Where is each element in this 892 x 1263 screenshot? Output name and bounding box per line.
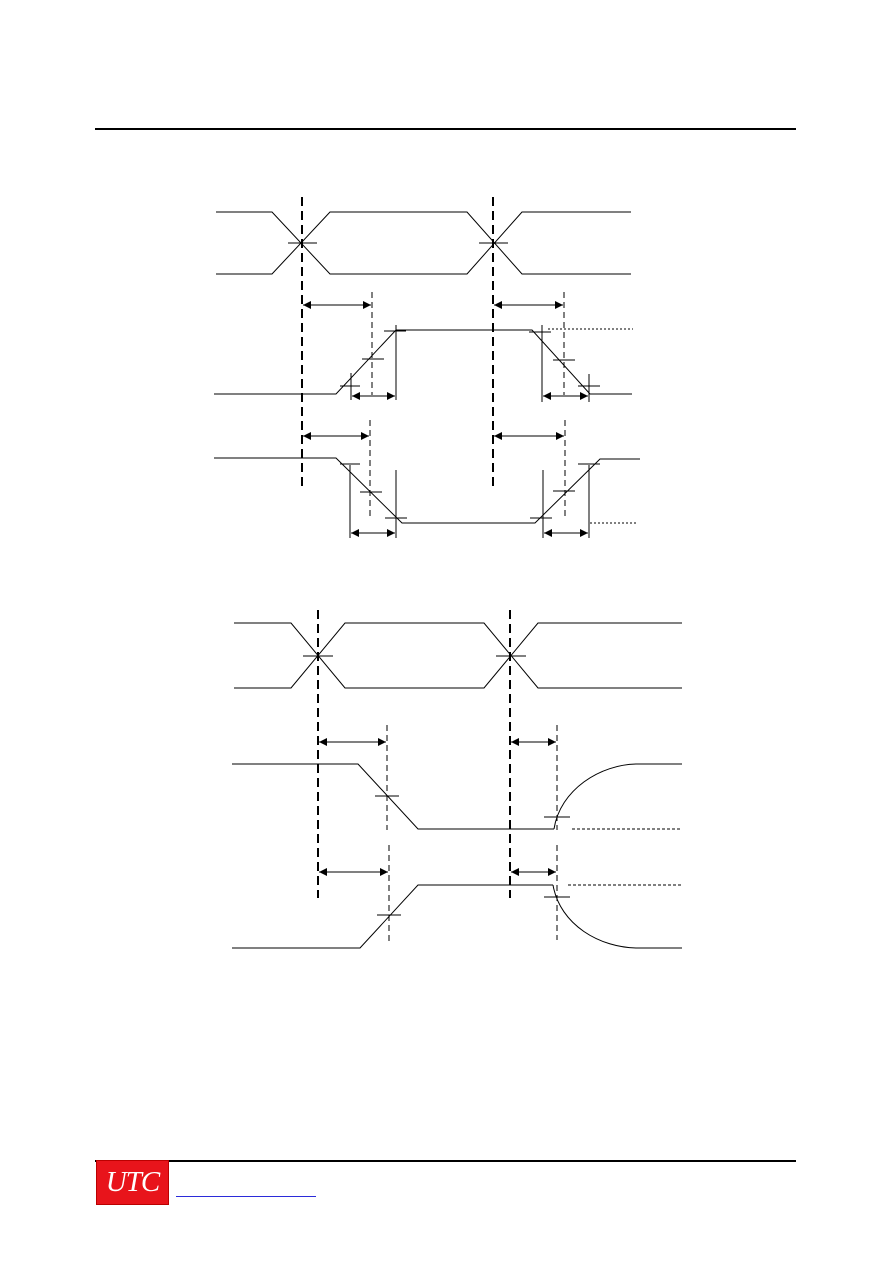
bottom-signal-1-dashed-markers [386,725,558,830]
top-timing-arrows [303,301,588,537]
top-clock-reference-lines [301,197,494,488]
footer-rule [95,1160,796,1162]
top-signal-1-dashed-markers [371,292,565,395]
top-signal-1-level-guides [548,328,633,395]
bottom-timing-diagram [232,610,682,949]
bottom-clock-waveform [234,622,682,689]
bottom-timing-arrows [319,738,556,876]
bottom-signal-2-dashed-markers [388,845,558,942]
header-rule [95,128,796,130]
bottom-signal-1-waveform [232,763,682,830]
top-timing-diagram [214,197,640,538]
footer-link-underline[interactable] [176,1196,316,1197]
top-signal-2-waveform [214,457,640,538]
top-signal-2-dashed-markers [369,420,566,520]
utc-logo-text: UTC [105,1166,160,1198]
top-clock-waveform [216,211,631,275]
utc-logo: UTC [96,1160,169,1205]
bottom-clock-reference-lines [317,610,511,898]
bottom-signal-2-waveform [232,884,682,949]
top-signal-1-waveform [214,325,632,402]
